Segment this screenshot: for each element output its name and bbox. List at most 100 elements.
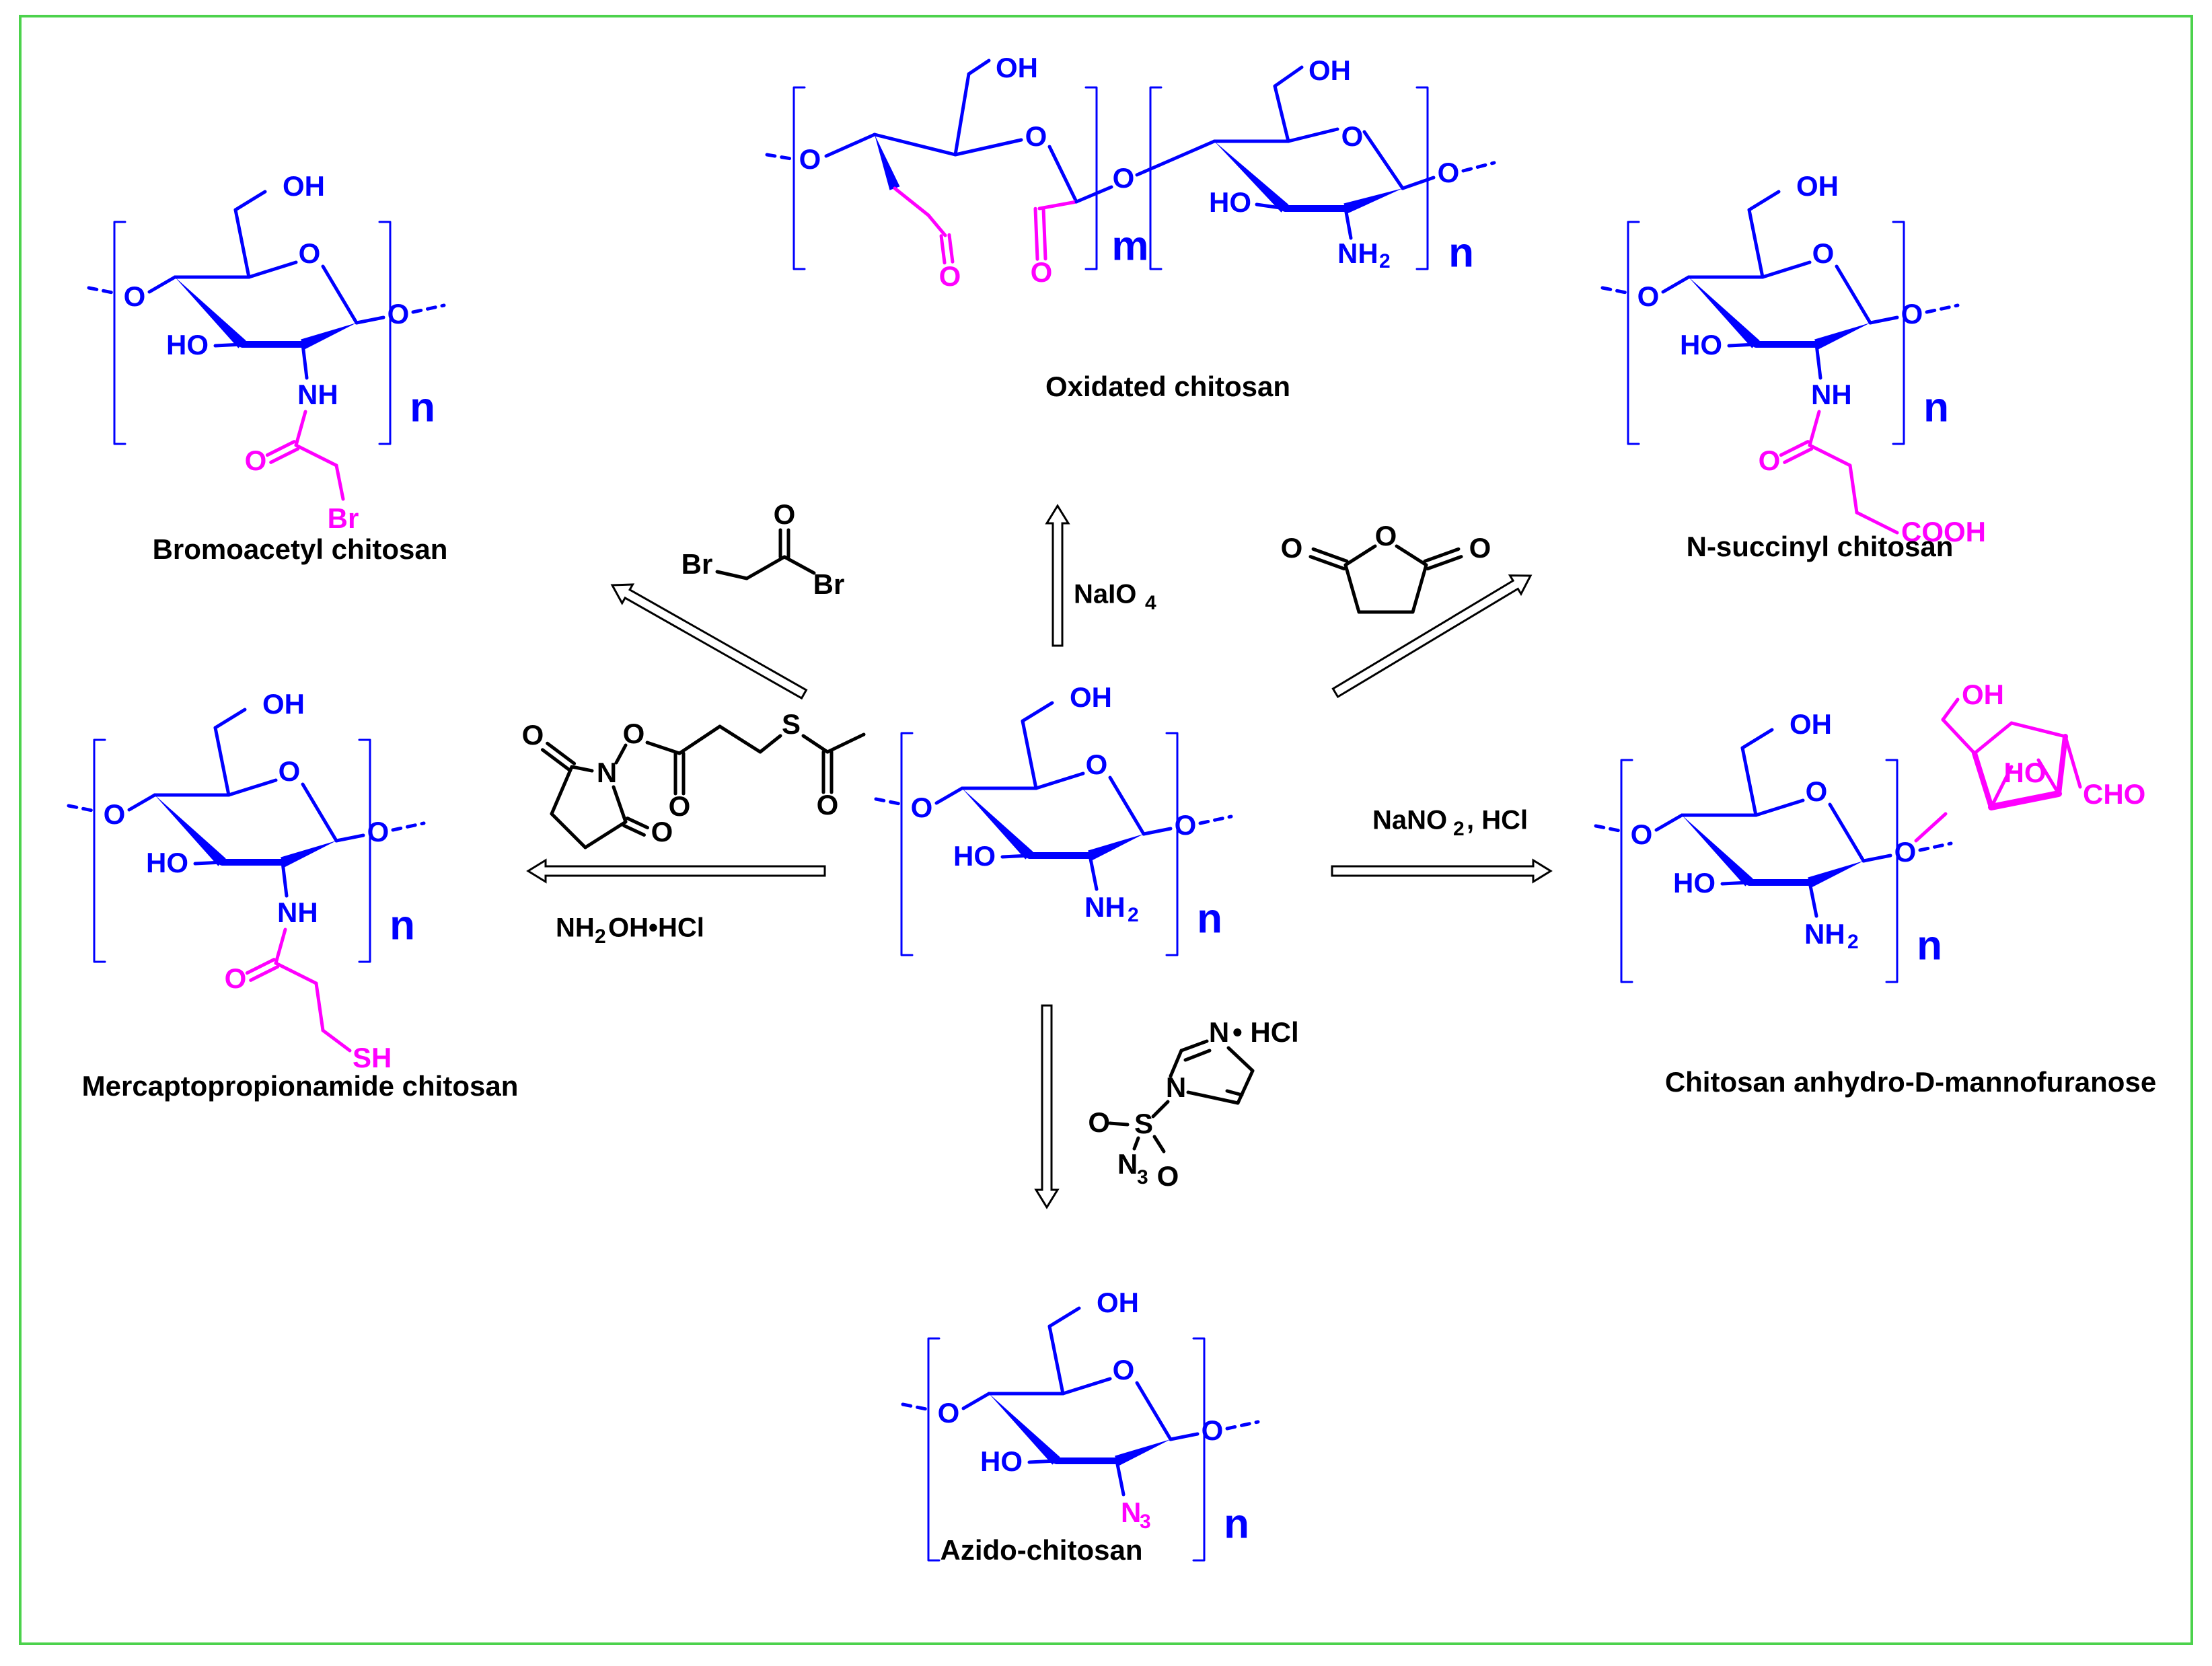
- ring-bond: [873, 132, 957, 157]
- repeat-bracket-right: [1165, 732, 1179, 956]
- glycosidic-bond: [1169, 1432, 1200, 1441]
- repeat-index: n: [390, 902, 415, 948]
- ring-wedge: [281, 841, 336, 868]
- ring-bond: [1061, 1377, 1112, 1396]
- ch2-bond: [233, 190, 267, 212]
- ring-oxygen: O: [1341, 120, 1364, 152]
- ring-bond: [953, 138, 1023, 157]
- ring-wedge: [962, 788, 1033, 860]
- hydroxyl-label: OH: [283, 170, 325, 202]
- hydroxyl-label: HO: [980, 1445, 1023, 1477]
- bond: [1151, 1100, 1170, 1119]
- glycosidic-bond: [1914, 812, 1948, 843]
- carbonyl-oxygen: O: [651, 816, 673, 847]
- c2-bond: [281, 860, 289, 898]
- nano2-suffix-label: , HCl: [1467, 806, 1528, 835]
- carbonyl-oxygen: O: [817, 789, 839, 821]
- ch2-bond: [1021, 701, 1054, 723]
- arrow-to-mercapto: [526, 858, 826, 884]
- double-bond: [1108, 1121, 1130, 1127]
- thiol-label: SH: [353, 1042, 392, 1073]
- naio4-subscript: 4: [1145, 592, 1156, 614]
- repeat-bracket-left: [900, 732, 914, 956]
- ring-wedge: [175, 277, 246, 348]
- ch2-bond: [1941, 718, 1977, 755]
- c3-bond: [1727, 342, 1758, 348]
- bond: [801, 734, 830, 754]
- bridge-bond: [1989, 765, 2014, 809]
- carbonyl-bond: [1311, 547, 1349, 563]
- chain-stub: [87, 286, 118, 295]
- aldehyde-double-bond: [947, 233, 955, 264]
- ch2-bond: [213, 708, 247, 730]
- repeat-bracket-left: [1620, 759, 1633, 983]
- chain-stub: [391, 821, 426, 832]
- repeat-bracket-right: [1415, 86, 1429, 270]
- ring-wedge: [1689, 277, 1760, 348]
- caption-succinyl: N-succinyl chitosan: [1687, 531, 1954, 562]
- ring-bond: [583, 820, 628, 849]
- ring-wedge: [1115, 1439, 1171, 1466]
- arrow-to-succinyl: [1331, 574, 1533, 699]
- arrow-to-oxidated: [1045, 504, 1070, 647]
- ring-wedge: [301, 323, 357, 350]
- ring-bond: [301, 782, 338, 843]
- glycosidic-bond: [934, 786, 964, 805]
- bromine-label: Br: [328, 502, 359, 534]
- subscript: 2: [1379, 250, 1391, 272]
- c2-bond: [1808, 880, 1818, 918]
- nitrogen-label: N: [1166, 1071, 1186, 1103]
- ring-bond: [321, 264, 359, 325]
- ch2-bond: [953, 72, 971, 157]
- caption-mercapto: Mercaptopropionamide chitosan: [82, 1070, 519, 1102]
- chain-stub: [901, 1402, 932, 1412]
- hydroxyl-label: OH: [1790, 708, 1832, 740]
- bond: [1132, 1136, 1140, 1151]
- repeat-index: n: [1224, 1501, 1249, 1547]
- hydroxyl-label: OH: [1070, 681, 1112, 713]
- ch2-bond: [1047, 1324, 1065, 1396]
- ring-bond: [1835, 264, 1872, 325]
- ring-bond: [1226, 1046, 1255, 1073]
- azide-label: N: [1121, 1497, 1141, 1528]
- ring-bond: [1343, 563, 1361, 614]
- ch2-bond: [1747, 190, 1781, 212]
- c2-bond: [1088, 854, 1099, 891]
- ring-bond: [1761, 260, 1812, 279]
- chain-stub: [1925, 303, 1960, 314]
- ring-oxygen: O: [1812, 237, 1835, 269]
- carbonyl-bond: [269, 447, 300, 464]
- carbonyl-bond: [1783, 447, 1814, 464]
- hydroxyl-label: HO: [1680, 329, 1722, 361]
- side-chain-bond: [294, 443, 338, 467]
- bridge-oxygen: O: [1631, 819, 1653, 850]
- hydroxyl-label: HO: [146, 847, 188, 878]
- carbonyl-oxygen: O: [245, 445, 267, 476]
- aldehyde-bond: [926, 213, 947, 237]
- repeat-index: m: [1111, 223, 1148, 269]
- ring-wedge: [1814, 323, 1870, 350]
- hydroxyl-label: HO: [1209, 186, 1251, 218]
- naio4-label: NaIO: [1074, 580, 1136, 609]
- ring-wedge: [1343, 188, 1403, 214]
- glycosidic-bond: [1868, 315, 1899, 325]
- ring-wedge: [155, 795, 226, 866]
- chain-stub: [1594, 824, 1625, 833]
- c2-bond: [1814, 342, 1822, 380]
- bond: [677, 724, 722, 755]
- side-chain-bond: [1848, 463, 1859, 515]
- glycosidic-bond: [334, 833, 365, 843]
- bromine-label: Br: [813, 568, 845, 600]
- bromine-label: Br: [681, 548, 713, 580]
- nitrogen-label: N: [597, 757, 617, 788]
- bond: [614, 743, 628, 765]
- c3-bond: [1255, 202, 1287, 211]
- nitrogen-label: N: [1209, 1016, 1229, 1048]
- repeat-bracket-right: [1885, 759, 1898, 983]
- subscript: 2: [1128, 904, 1139, 926]
- glycosidic-bond: [1074, 185, 1113, 204]
- carbonyl-bond: [245, 958, 276, 975]
- side-chain-bond: [334, 463, 345, 501]
